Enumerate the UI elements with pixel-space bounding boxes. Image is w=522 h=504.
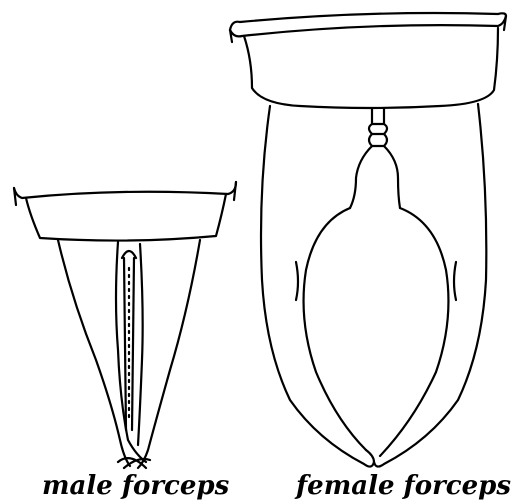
female-forceps-label: female forceps — [296, 473, 511, 499]
male-right-branch-inner — [138, 244, 143, 445]
forceps-drawing — [0, 0, 522, 470]
female-central-stalk-right — [384, 108, 400, 208]
female-left-branch-inner — [304, 208, 366, 450]
male-tergite-plate — [14, 182, 236, 198]
female-forceps-drawing — [230, 13, 506, 467]
male-forceps-label: male forceps — [42, 473, 229, 499]
female-central-stalk-left — [350, 108, 372, 208]
female-segment-plate — [244, 28, 498, 108]
female-right-branch-inner — [380, 208, 448, 456]
female-right-tooth — [454, 262, 456, 300]
male-right-hook — [234, 182, 236, 200]
female-stalk-joints — [372, 124, 384, 146]
female-left-tooth — [296, 262, 298, 300]
male-forceps-drawing — [14, 182, 236, 468]
female-left-branch-outer — [261, 106, 374, 467]
male-right-branch-outer — [138, 240, 200, 468]
male-crossed-tips — [118, 458, 150, 468]
female-right-branch-outer — [374, 104, 486, 467]
male-tergite-plate-lower — [26, 194, 226, 241]
